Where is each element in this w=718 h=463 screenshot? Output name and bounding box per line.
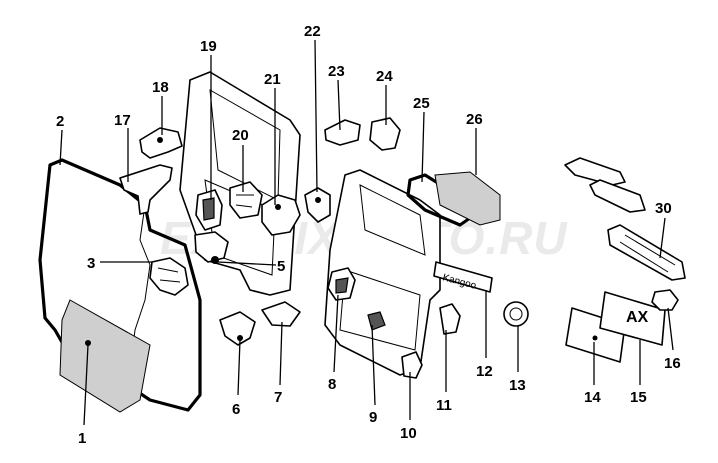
callout-12: 12 (476, 363, 493, 380)
callout-15: 15 (630, 389, 647, 406)
callout-2: 2 (56, 113, 64, 130)
callout-numbers: 1 2 3 5 6 7 8 9 10 11 12 13 14 15 16 17 … (56, 23, 681, 447)
callout-14: 14 (584, 389, 601, 406)
part-27-trim-strip (564, 157, 626, 186)
part-26-window-glass (434, 171, 501, 226)
callout-18: 18 (152, 79, 169, 96)
callout-10: 10 (400, 425, 417, 442)
callout-5: 5 (277, 258, 285, 275)
part-24-hinge-bracket (369, 117, 401, 151)
part-30-rear-bar (607, 224, 686, 281)
callout-6: 6 (232, 401, 240, 418)
callout-8: 8 (328, 376, 336, 393)
callout-1: 1 (78, 430, 86, 447)
part-11-clip (439, 303, 461, 335)
part-16-clip (651, 289, 679, 311)
part-23-hinge-bracket (324, 119, 361, 146)
part-5-actuator (194, 231, 229, 264)
callout-11: 11 (436, 397, 452, 414)
part-18-hinge (139, 127, 183, 159)
callout-20: 20 (232, 127, 249, 144)
part-28-trim-strip (589, 179, 646, 213)
part-25-window-seal (406, 173, 472, 227)
part-13-round-badge (503, 301, 529, 327)
callout-19: 19 (200, 38, 217, 55)
part-12-nameplate: Kangoo (433, 261, 493, 293)
callout-3: 3 (87, 255, 95, 272)
callout-24: 24 (376, 68, 393, 85)
leader-lines (59, 39, 674, 426)
callout-17: 17 (114, 112, 131, 129)
emblem-text: AX (626, 309, 649, 326)
callout-30: 30 (655, 200, 672, 217)
part-6-bracket (219, 311, 256, 346)
callout-23: 23 (328, 63, 345, 80)
part-10-lock (401, 351, 423, 379)
callout-25: 25 (413, 95, 430, 112)
part-7-bracket (261, 301, 301, 327)
part-8-latch (327, 267, 356, 301)
part-22-striker (304, 187, 331, 223)
callout-26: 26 (466, 111, 483, 128)
callout-21: 21 (264, 71, 281, 88)
part-4-handle (195, 189, 223, 231)
part-3-lock-mechanism (149, 257, 189, 296)
callout-9: 9 (369, 409, 377, 426)
callout-7: 7 (274, 389, 282, 406)
callout-22: 22 (304, 23, 321, 40)
part-1-insulation-pad (59, 299, 151, 413)
callout-16: 16 (664, 355, 681, 372)
part-17-bracket (119, 164, 173, 215)
part-15-emblem-plate: AX (599, 291, 666, 346)
callout-13: 13 (509, 377, 526, 394)
part-21-lock (261, 194, 301, 236)
part-20-latch (229, 181, 263, 219)
